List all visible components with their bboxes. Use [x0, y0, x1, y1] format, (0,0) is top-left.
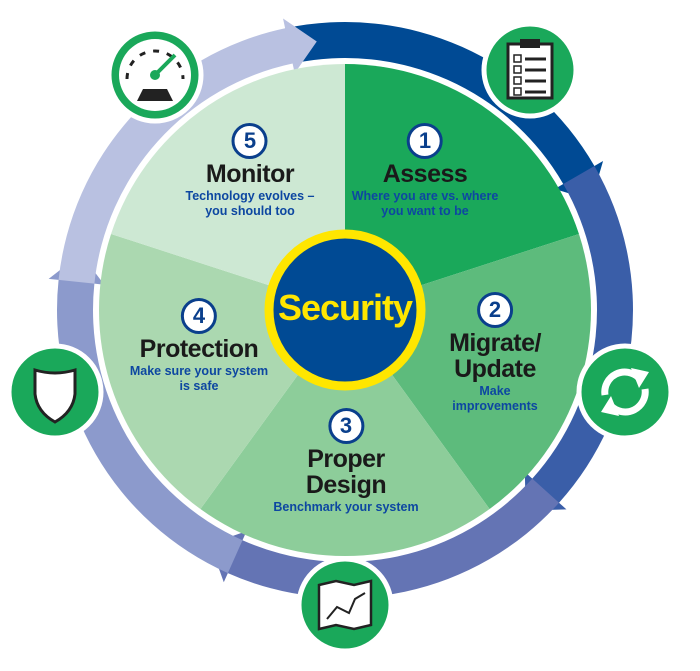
shield-shape [33, 367, 77, 424]
checkbox [513, 76, 522, 85]
step-monitor: 5 Monitor Technology evolves –you should… [185, 123, 315, 219]
gauge-icon [106, 26, 204, 124]
step-number: 3 [327, 408, 364, 444]
clipboard-clip [520, 39, 540, 48]
step-subtitle: Technology evolves –you should too [185, 189, 315, 218]
gauge-base [137, 89, 173, 101]
map-icon [296, 556, 394, 654]
step-title: Monitor [205, 160, 295, 188]
center-label: Security [277, 287, 413, 328]
step-title: Assess [382, 160, 468, 188]
map-shape [317, 579, 373, 631]
map-route [326, 592, 366, 620]
step-title: Protection [139, 335, 259, 363]
center-circle [264, 229, 426, 391]
step-number: 1 [407, 123, 443, 159]
ring-arrow-segment [210, 478, 560, 598]
step-number: 2 [476, 292, 513, 328]
pie-wedge-1 [345, 64, 579, 310]
checkbox [513, 54, 522, 63]
checkbox [513, 87, 522, 96]
refresh-arrows-icon [576, 343, 674, 441]
shield-icon [6, 343, 104, 441]
clipboard-checklist-icon [481, 21, 579, 119]
icon-circle [576, 343, 674, 441]
gauge-hub [150, 70, 160, 80]
gauge-ticks [125, 49, 185, 80]
pie-wedge-5 [111, 64, 345, 310]
step-number: 4 [180, 298, 217, 334]
step-title: Migrate/Update [449, 329, 541, 383]
arrowhead [631, 368, 649, 388]
step-number: 5 [231, 123, 268, 159]
checkbox [513, 65, 522, 74]
arrowhead [601, 396, 619, 416]
step-subtitle: Benchmark your system [273, 500, 419, 514]
